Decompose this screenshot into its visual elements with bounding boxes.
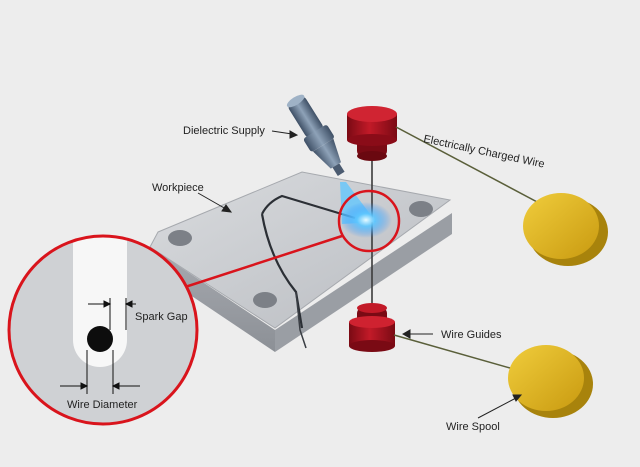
workpiece-side-right bbox=[275, 213, 452, 352]
label-dielectric-supply: Dielectric Supply bbox=[183, 125, 265, 137]
dielectric-nozzle bbox=[286, 94, 345, 177]
label-wire-spool: Wire Spool bbox=[446, 421, 500, 433]
spark-gap-dimension bbox=[88, 298, 136, 330]
zoom-slot bbox=[73, 236, 127, 367]
workpiece-hole-right bbox=[409, 201, 433, 217]
cut-path bbox=[260, 194, 356, 329]
wire-diameter-dimension bbox=[60, 350, 140, 394]
upper-wire-guide bbox=[347, 106, 397, 161]
workpiece-hole-bottom bbox=[253, 292, 277, 308]
label-leaders bbox=[197, 130, 523, 419]
wire-to-upper-spool bbox=[395, 126, 557, 213]
label-spark-gap: Spark Gap bbox=[135, 311, 188, 323]
label-wire-diameter: Wire Diameter bbox=[67, 399, 138, 411]
spark-callout-circle bbox=[337, 189, 401, 253]
wire-cross-section bbox=[87, 326, 113, 352]
workpiece-side-front bbox=[150, 247, 275, 352]
label-electrically-charged-wire: Electrically Charged Wire bbox=[422, 133, 545, 170]
label-workpiece: Workpiece bbox=[152, 182, 204, 194]
label-wire-guides: Wire Guides bbox=[441, 329, 502, 341]
upper-wire-spool bbox=[523, 193, 608, 266]
workpiece-hole-left bbox=[168, 230, 192, 246]
spark-glow bbox=[340, 202, 392, 238]
zoom-callout bbox=[7, 234, 199, 426]
lower-wire-guide bbox=[349, 303, 395, 352]
lower-wire-spool bbox=[508, 345, 593, 418]
cut-slot bbox=[295, 291, 307, 349]
